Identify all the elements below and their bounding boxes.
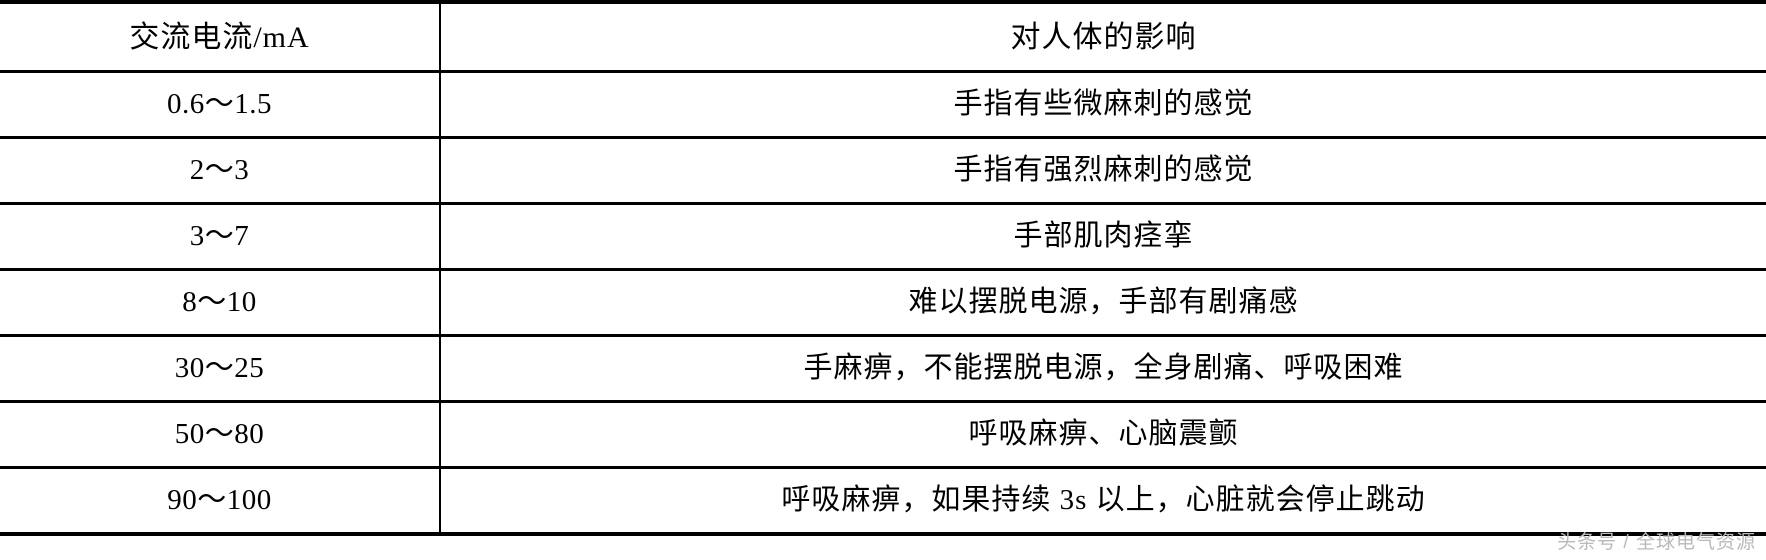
table-row: 8～10 难以摆脱电源，手部有剧痛感	[0, 269, 1766, 337]
table-row: 50～80 呼吸麻痹、心脑震颤	[0, 401, 1766, 469]
cell-effect: 手麻痹，不能摆脱电源，全身剧痛、呼吸困难	[440, 335, 1766, 403]
table-header-row: 交流电流/mA 对人体的影响	[0, 0, 1766, 73]
table-body: 0.6～1.5 手指有些微麻刺的感觉 2～3 手指有强烈麻刺的感觉 3～7 手部…	[0, 71, 1766, 536]
cell-current: 0.6～1.5	[0, 71, 441, 139]
table-header: 交流电流/mA 对人体的影响	[0, 0, 1766, 73]
cell-current: 3～7	[0, 203, 441, 271]
table-row: 2～3 手指有强烈麻刺的感觉	[0, 137, 1766, 205]
cell-current: 50～80	[0, 401, 441, 469]
cell-effect: 手指有些微麻刺的感觉	[440, 71, 1766, 139]
cell-effect: 呼吸麻痹，如果持续 3s 以上，心脏就会停止跳动	[440, 467, 1766, 536]
cell-current: 8～10	[0, 269, 441, 337]
cell-current: 2～3	[0, 137, 441, 205]
table-row: 90～100 呼吸麻痹，如果持续 3s 以上，心脏就会停止跳动	[0, 467, 1766, 536]
table-row: 3～7 手部肌肉痉挛	[0, 203, 1766, 271]
table-row: 30～25 手麻痹，不能摆脱电源，全身剧痛、呼吸困难	[0, 335, 1766, 403]
column-header-current: 交流电流/mA	[0, 0, 441, 73]
column-header-effect: 对人体的影响	[440, 0, 1766, 73]
cell-current: 30～25	[0, 335, 441, 403]
electric-current-effects-table: 交流电流/mA 对人体的影响 0.6～1.5 手指有些微麻刺的感觉 2～3 手指…	[0, 0, 1766, 536]
cell-effect: 难以摆脱电源，手部有剧痛感	[440, 269, 1766, 337]
table-row: 0.6～1.5 手指有些微麻刺的感觉	[0, 71, 1766, 139]
cell-effect: 手部肌肉痉挛	[440, 203, 1766, 271]
cell-effect: 手指有强烈麻刺的感觉	[440, 137, 1766, 205]
cell-effect: 呼吸麻痹、心脑震颤	[440, 401, 1766, 469]
cell-current: 90～100	[0, 467, 441, 536]
